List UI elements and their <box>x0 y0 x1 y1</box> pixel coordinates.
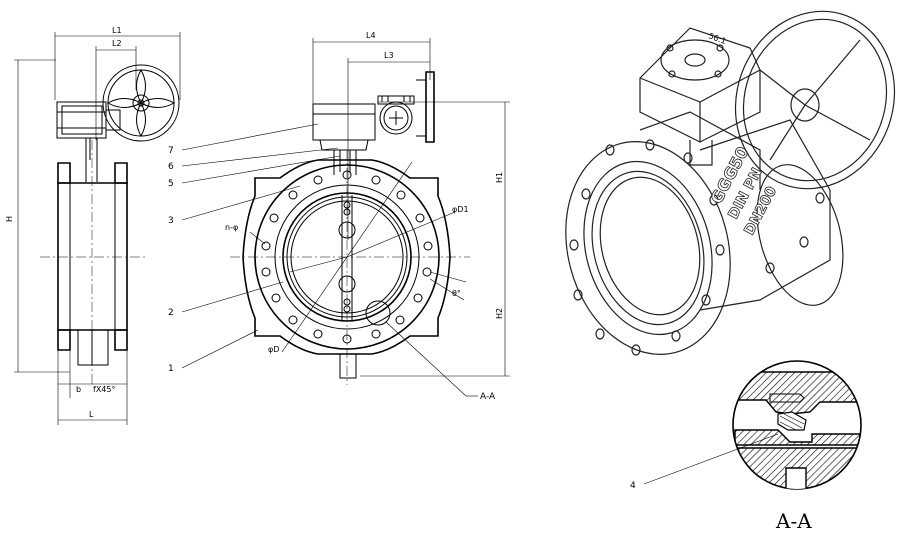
callout-5: 5 <box>168 179 174 189</box>
detail-callout-4: 4 <box>630 481 636 491</box>
detail-title: A-A <box>775 509 812 533</box>
dim-l1: L1 <box>112 26 122 35</box>
section-label: A-A <box>480 392 496 402</box>
dim-l4: L4 <box>366 31 376 40</box>
callout-7: 7 <box>168 146 174 156</box>
iso-bolt-holes <box>569 139 825 356</box>
dim-d: φD <box>268 345 279 354</box>
dim-d1: φD1 <box>452 205 469 214</box>
dim-chamfer: fX45° <box>93 385 115 394</box>
dim-h2: H2 <box>495 308 504 319</box>
dim-b: b <box>76 385 81 394</box>
callout-2: 2 <box>168 308 174 318</box>
front-view: L4 L3 H1 H2 <box>168 31 510 402</box>
iso-view: GGG50 DIN PN DN200 56:1 <box>565 10 896 356</box>
dim-h1: H1 <box>495 172 504 183</box>
dim-l2: L2 <box>112 39 122 48</box>
side-view: L1 L2 <box>5 26 181 425</box>
dim-l3: L3 <box>384 51 394 60</box>
callouts: 7 6 5 3 2 1 <box>168 123 341 374</box>
bolt-holes <box>261 170 433 344</box>
callout-3: 3 <box>168 216 174 226</box>
dim-l: L <box>89 410 94 419</box>
gearbox-ratio: 56:1 <box>707 31 727 46</box>
dim-holes: n-φ <box>225 223 238 232</box>
callout-6: 6 <box>168 162 174 172</box>
callout-1: 1 <box>168 364 174 374</box>
dim-h: H <box>5 216 14 222</box>
dim-angle: θ° <box>452 289 461 298</box>
detail-a-a: 4 A-A <box>630 360 862 533</box>
